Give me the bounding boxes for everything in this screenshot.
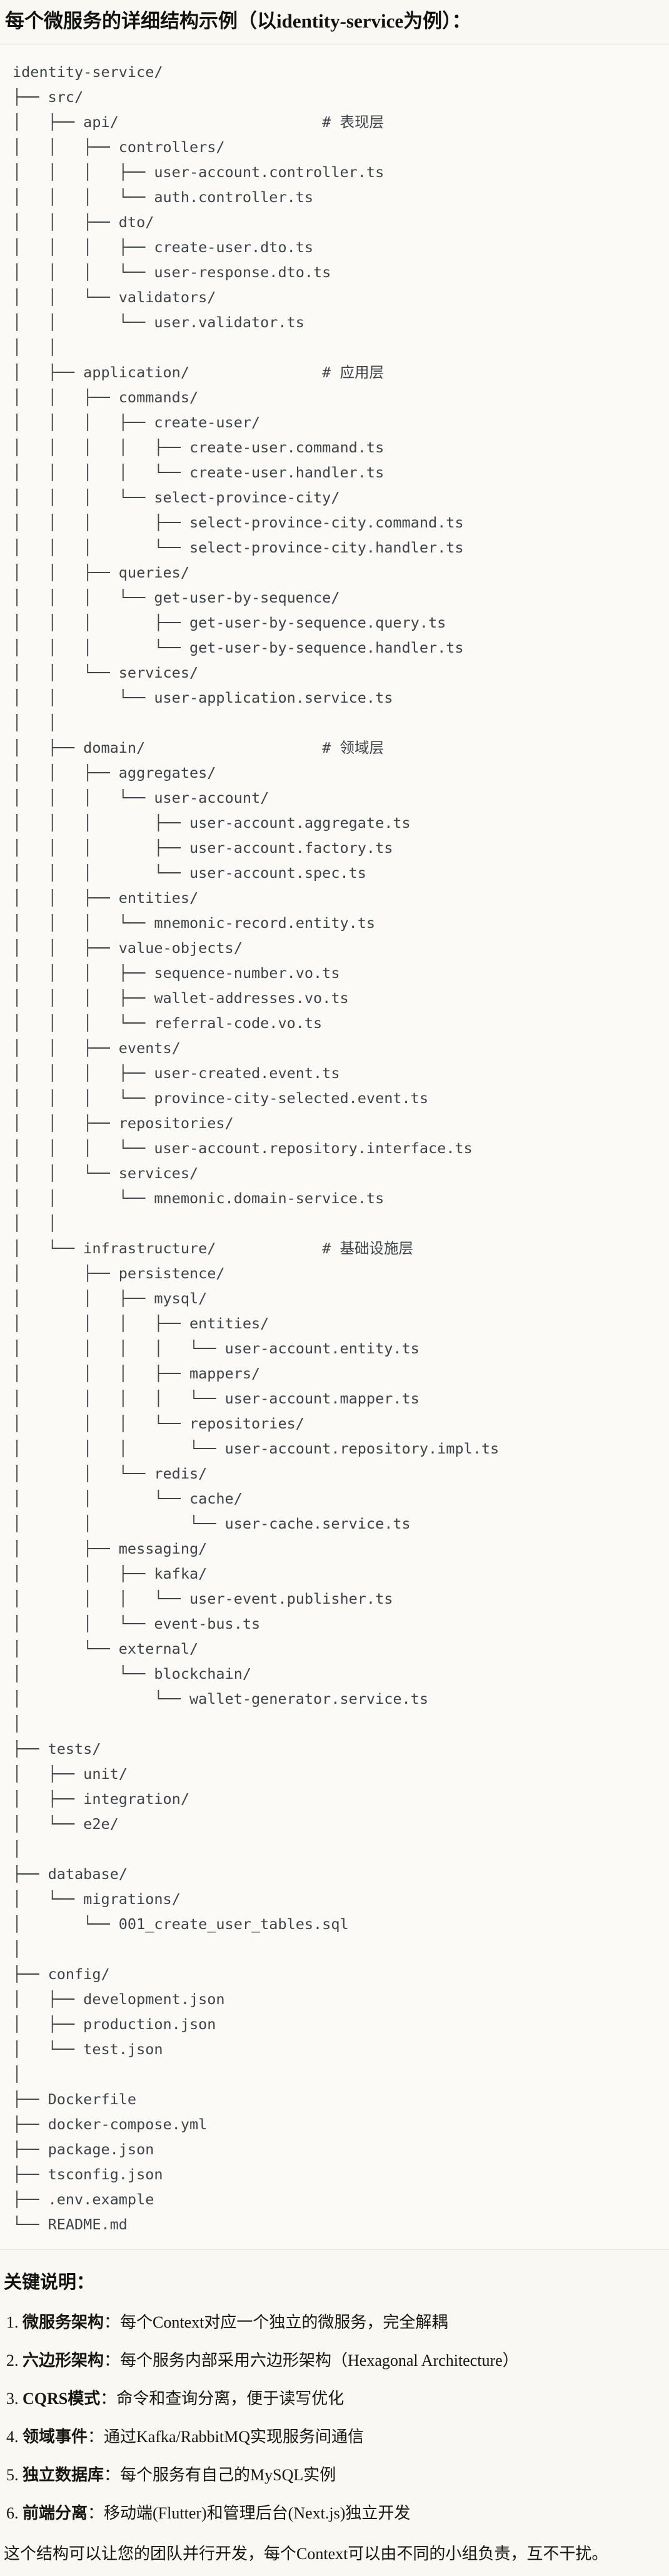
note-colon: ： (100, 2390, 117, 2408)
note-number: 4. (6, 2428, 23, 2446)
note-label: 领域事件 (23, 2428, 88, 2446)
note-label: 前端分离 (23, 2504, 88, 2522)
note-number: 2. (6, 2351, 23, 2370)
note-colon: ： (104, 2313, 121, 2331)
note-text: 每个服务有自己的MySQL实例 (120, 2466, 336, 2484)
file-tree-code-block: identity-service/ ├── src/ │ ├── api/ # … (0, 44, 669, 2250)
note-colon: ： (88, 2428, 104, 2446)
key-notes-section: 关键说明： 1. 微服务架构：每个Context对应一个独立的微服务，完全解耦 … (0, 2270, 669, 2565)
note-colon: ： (88, 2504, 104, 2522)
note-number: 1. (6, 2313, 23, 2331)
notes-heading: 关键说明： (4, 2273, 95, 2293)
note-item-hexagonal: 2. 六边形架构：每个服务内部采用六边形架构（Hexagonal Archite… (4, 2349, 665, 2371)
note-colon: ： (104, 2351, 121, 2370)
note-text: 每个服务内部采用六边形架构（Hexagonal Architecture） (120, 2351, 519, 2370)
note-text: 命令和查询分离，便于读写优化 (116, 2390, 345, 2408)
note-text: 每个Context对应一个独立的微服务，完全解耦 (120, 2313, 448, 2331)
note-number: 3. (6, 2390, 23, 2408)
note-item-independent-db: 5. 独立数据库：每个服务有自己的MySQL实例 (4, 2464, 665, 2486)
note-number: 6. (6, 2504, 23, 2522)
page-title: 每个微服务的详细结构示例（以identity-service为例）： (5, 10, 471, 32)
closing-paragraph: 这个结构可以让您的团队并行开发，每个Context可以由不同的小组负责，互不干扰… (4, 2545, 608, 2563)
note-item-frontend-separation: 6. 前端分离：移动端(Flutter)和管理后台(Next.js)独立开发 (4, 2502, 665, 2524)
note-item-cqrs: 3. CQRS模式：命令和查询分离，便于读写优化 (4, 2388, 665, 2410)
note-label: 微服务架构 (23, 2313, 104, 2331)
note-item-domain-events: 4. 领域事件：通过Kafka/RabbitMQ实现服务间通信 (4, 2426, 665, 2448)
note-number: 5. (6, 2466, 23, 2484)
note-label: 独立数据库 (23, 2466, 104, 2484)
note-text: 通过Kafka/RabbitMQ实现服务间通信 (104, 2428, 364, 2446)
note-item-microservice: 1. 微服务架构：每个Context对应一个独立的微服务，完全解耦 (4, 2311, 665, 2333)
note-label: CQRS模式 (23, 2390, 101, 2408)
note-label: 六边形架构 (23, 2351, 104, 2370)
note-text: 移动端(Flutter)和管理后台(Next.js)独立开发 (104, 2504, 411, 2522)
note-colon: ： (104, 2466, 121, 2484)
